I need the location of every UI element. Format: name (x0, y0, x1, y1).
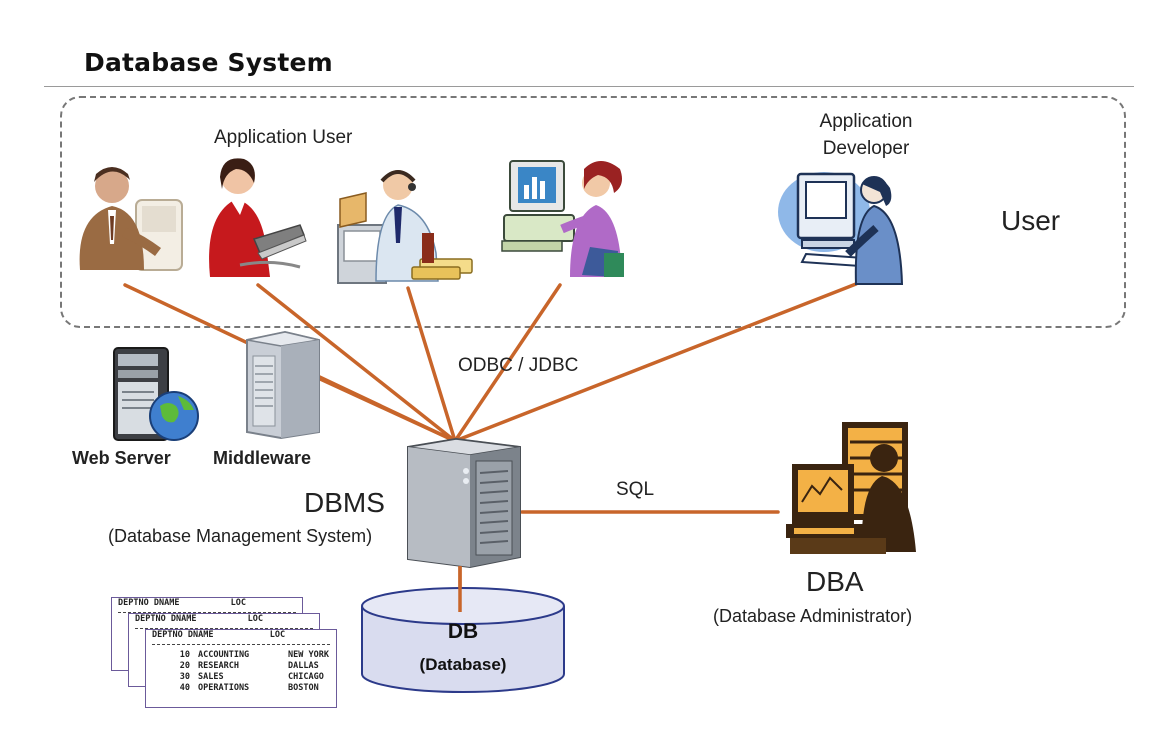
dba-full-label: (Database Administrator) (713, 606, 913, 626)
application-developer-label-line1: Application (819, 111, 913, 132)
businessman-computer-icon (79, 167, 183, 271)
table-row: 40 OPERATIONS BOSTON (146, 683, 336, 694)
table-header: DEPTNO DNAME LOC (146, 630, 336, 641)
table-cell-deptno: 30 (179, 672, 190, 682)
table-row: 30 SALES CHICAGO (146, 672, 336, 683)
loc-header: LOC (269, 630, 286, 640)
table-cell-loc: CHICAGO (288, 672, 324, 682)
middleware-server-icon (246, 330, 320, 440)
table-cell-deptno: 20 (179, 661, 190, 671)
table-cell-dname: OPERATIONS (198, 683, 250, 693)
table-rows: 10 ACCOUNTING NEW YORK 20 RESEARCH DALLAS 30 SA… (146, 650, 336, 694)
web-server-icon (113, 347, 199, 441)
table-row: 20 RESEARCH DALLAS (146, 661, 336, 672)
application-developer-label-line2: Developer (822, 138, 910, 159)
loc-header: LOC (230, 598, 246, 608)
table-printout-front: DEPTNO DNAME LOC 10 ACCOUNTING NEW YORK 20 R… (145, 629, 337, 708)
connector-developer (453, 282, 858, 443)
table-cell-dname: RESEARCH (198, 661, 239, 671)
deptno-header: DEPTNO (135, 614, 166, 624)
table-cell-dname: SALES (198, 672, 224, 682)
user-label: User (1001, 205, 1061, 236)
connector-middleware (316, 376, 457, 443)
db-connector (458, 566, 462, 612)
dname-header: DNAME (153, 598, 180, 608)
table-cell-loc: BOSTON (288, 683, 319, 693)
page-title: Database System (84, 48, 333, 77)
loc-header: LOC (247, 614, 263, 624)
user-group-box (60, 96, 1126, 328)
middleware-label: Middleware (213, 448, 312, 468)
connector-user2 (256, 283, 457, 443)
dbms-label: DBMS (304, 487, 385, 518)
application-user-label: Application User (214, 127, 353, 148)
table-cell-loc: DALLAS (288, 661, 319, 671)
db-label: DB (447, 620, 479, 643)
dba-silhouette-icon (786, 422, 916, 554)
table-cell-deptno: 40 (179, 683, 190, 693)
table-header: DEPTNO DNAME LOC (112, 598, 302, 609)
table-row: 10 ACCOUNTING NEW YORK (146, 650, 336, 661)
db-full-label: (Database) (419, 655, 507, 674)
dba-label: DBA (806, 566, 864, 597)
woman-desktop-icon (501, 160, 624, 277)
web-server-label: Web Server (72, 448, 171, 468)
table-cell-loc: NEW YORK (288, 650, 329, 660)
dbms-server-icon (407, 437, 521, 569)
dname-header: DNAME (187, 630, 214, 640)
man-headset-icon (337, 170, 473, 284)
dname-header: DNAME (170, 614, 197, 624)
deptno-header: DEPTNO (152, 630, 183, 640)
connector-user3 (406, 286, 457, 443)
database-cylinder-icon (361, 587, 565, 693)
table-header: DEPTNO DNAME LOC (129, 614, 319, 625)
table-cell-dname: ACCOUNTING (198, 650, 250, 660)
connector-user4 (453, 283, 562, 443)
odbc-jdbc-label: ODBC / JDBC (458, 355, 579, 376)
deptno-header: DEPTNO (118, 598, 149, 608)
developer-computer-icon (778, 172, 904, 285)
title-divider (44, 86, 1134, 87)
table-cell-deptno: 10 (179, 650, 190, 660)
woman-laptop-icon (209, 158, 307, 277)
dbms-full-label: (Database Management System) (108, 526, 373, 546)
sql-label: SQL (616, 479, 655, 500)
